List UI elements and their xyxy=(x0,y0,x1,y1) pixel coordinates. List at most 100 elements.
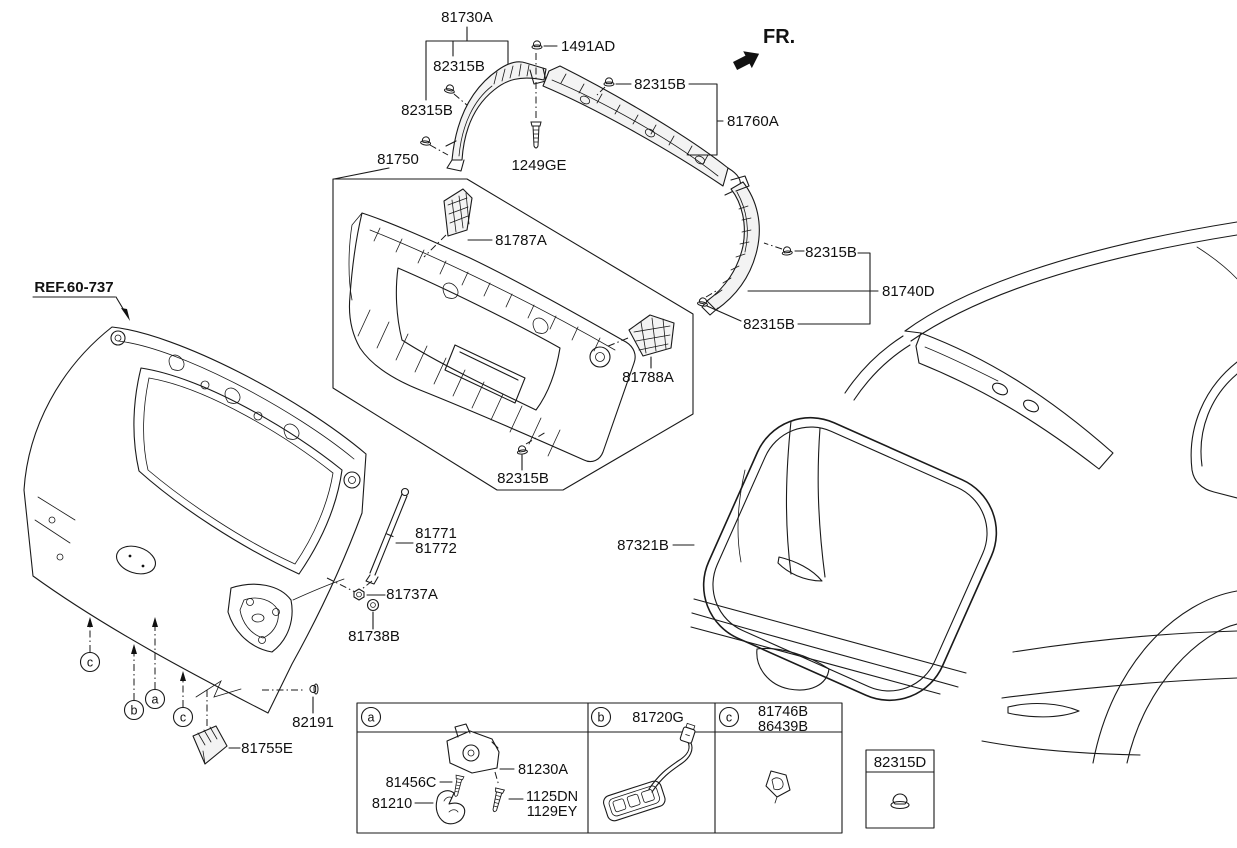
weatherstrip-inner xyxy=(712,426,988,692)
overslam-bumper-drawing xyxy=(192,725,228,765)
part-label-81746B: 81746B xyxy=(758,704,808,720)
part-label-81720G: 81720G xyxy=(632,710,684,726)
legend-table: a b 81720G c 81746B 86439B 81230A 81456C… xyxy=(356,702,843,834)
upper-garnish-feet xyxy=(445,67,547,172)
legend-marker-a: a xyxy=(368,711,375,725)
weatherstrip-outer xyxy=(702,416,998,702)
clip-icon xyxy=(603,77,615,87)
striker-drawing xyxy=(435,790,466,825)
bumper-side-lines xyxy=(1001,630,1237,699)
quarter-window xyxy=(1190,361,1237,499)
legend-marker-circle-b xyxy=(590,706,612,728)
fr-label: FR. xyxy=(763,26,795,48)
clip-icon xyxy=(419,135,432,147)
leader-dash-clip-5 xyxy=(763,242,783,250)
cover-right-hatch xyxy=(633,317,671,354)
tailgate-emblem-oval xyxy=(116,545,156,575)
latch-screw-hole xyxy=(258,636,266,644)
wheel-arch xyxy=(1092,590,1237,764)
clip-icon-82191 xyxy=(309,683,319,695)
panel-pull-recess xyxy=(444,344,526,404)
reference-arrowhead xyxy=(121,308,130,321)
fastener-icon-1491AD xyxy=(531,40,543,50)
part-label-82315B-5: 82315B xyxy=(805,244,857,261)
pillar-hole xyxy=(1023,399,1039,413)
latch-screw-hole xyxy=(272,608,280,616)
latch-body xyxy=(446,730,500,774)
weatherstrip-cluster: 87321B xyxy=(617,416,998,702)
part-label-81787A: 81787A xyxy=(495,232,547,249)
reference-label: REF.60-737 xyxy=(34,279,113,296)
lifter-cluster: 81771 81772 81737A 81738B xyxy=(326,487,457,645)
lifter-rod xyxy=(369,493,408,576)
part-label-82315B-3: 82315B xyxy=(634,76,686,93)
roof-lines xyxy=(904,221,1237,342)
panel-upper-ribs xyxy=(373,227,601,352)
cover-left-hatch xyxy=(447,192,470,233)
lifter-clevis xyxy=(365,574,379,585)
clip-icon xyxy=(781,245,793,256)
pillar-inner-line xyxy=(924,346,999,382)
part-label-81730A: 81730A xyxy=(441,9,493,26)
leader-dash-clip-6 xyxy=(705,290,717,298)
upper-trim-hatch xyxy=(560,73,709,165)
part-label-81788A: 81788A xyxy=(622,369,674,386)
emblem-dot xyxy=(128,554,132,558)
fr-direction-indicator: FR. xyxy=(733,26,795,71)
tailgate-top-band xyxy=(117,340,355,460)
part-label-82315B-6: 82315B xyxy=(743,316,795,333)
legend-clip-drawing xyxy=(765,770,791,804)
upper-trim-boss xyxy=(579,95,591,105)
part-label-81771: 81771 xyxy=(415,525,457,542)
callout-bracket-81740D xyxy=(747,252,879,325)
detail-box-81750 xyxy=(332,178,694,491)
callout-bracket-81760A xyxy=(687,83,724,156)
part-label-81737A: 81737A xyxy=(386,586,438,603)
cover-left-drawing xyxy=(443,188,473,237)
screw-icon-1249GE xyxy=(530,121,542,149)
marker-circle-b xyxy=(123,699,145,721)
trim-panel-cluster: 81750 81787A 81788A 82315B xyxy=(332,151,694,491)
leader-clip-2 xyxy=(429,144,449,156)
handle-button xyxy=(612,798,627,813)
aperture-corner-notch xyxy=(904,330,922,364)
aperture-flange xyxy=(844,335,911,401)
vehicle-body-drawing xyxy=(690,221,1237,764)
upper-garnish-left-drawing xyxy=(451,61,547,161)
upper-garnish-hatch xyxy=(493,63,530,85)
leader-clip-1 xyxy=(453,93,469,107)
part-label-81760A: 81760A xyxy=(727,113,779,130)
part-label-82191: 82191 xyxy=(292,714,334,731)
upper-trim-boss xyxy=(694,155,706,165)
part-label-81230A: 81230A xyxy=(518,762,568,778)
leader-81750 xyxy=(333,167,390,180)
part-label-81456C: 81456C xyxy=(386,775,437,791)
part-label-1491AD: 1491AD xyxy=(561,38,615,55)
latch-to-strut-line xyxy=(292,578,345,601)
tailgate-hole xyxy=(200,380,210,390)
part-label-87321B: 87321B xyxy=(617,537,669,554)
upper-garnish-left-cluster: 81730A 82315B 82315B 1491AD 1249GE xyxy=(401,9,615,174)
side-garnish-hatch xyxy=(714,205,752,296)
tailgate-latch-inner xyxy=(239,597,279,639)
marker-letter-c2: c xyxy=(180,711,186,725)
legend-marker-circle-c xyxy=(718,706,740,728)
part-label-82315B-4: 82315B xyxy=(497,470,549,487)
tailgate-grommet xyxy=(110,330,126,346)
leader-dash-clip-4 xyxy=(525,431,547,445)
overslam-bumper-hatch xyxy=(197,726,218,765)
fr-arrow-icon xyxy=(733,51,760,71)
part-label-81750: 81750 xyxy=(377,151,419,168)
bumper-interior-lines xyxy=(690,598,967,695)
nut-hole xyxy=(356,591,362,598)
tailgate-grommet xyxy=(343,471,361,489)
lifter-eye xyxy=(400,487,410,497)
latch-bolt-line xyxy=(494,771,500,787)
marker-circle-a xyxy=(144,688,166,710)
legend-marker-circle-a xyxy=(360,706,382,728)
roof-far-line xyxy=(1196,246,1237,280)
handle-button xyxy=(626,793,641,808)
bumper-reflector-left xyxy=(777,556,823,582)
grommet-icon-81738B xyxy=(366,598,380,612)
